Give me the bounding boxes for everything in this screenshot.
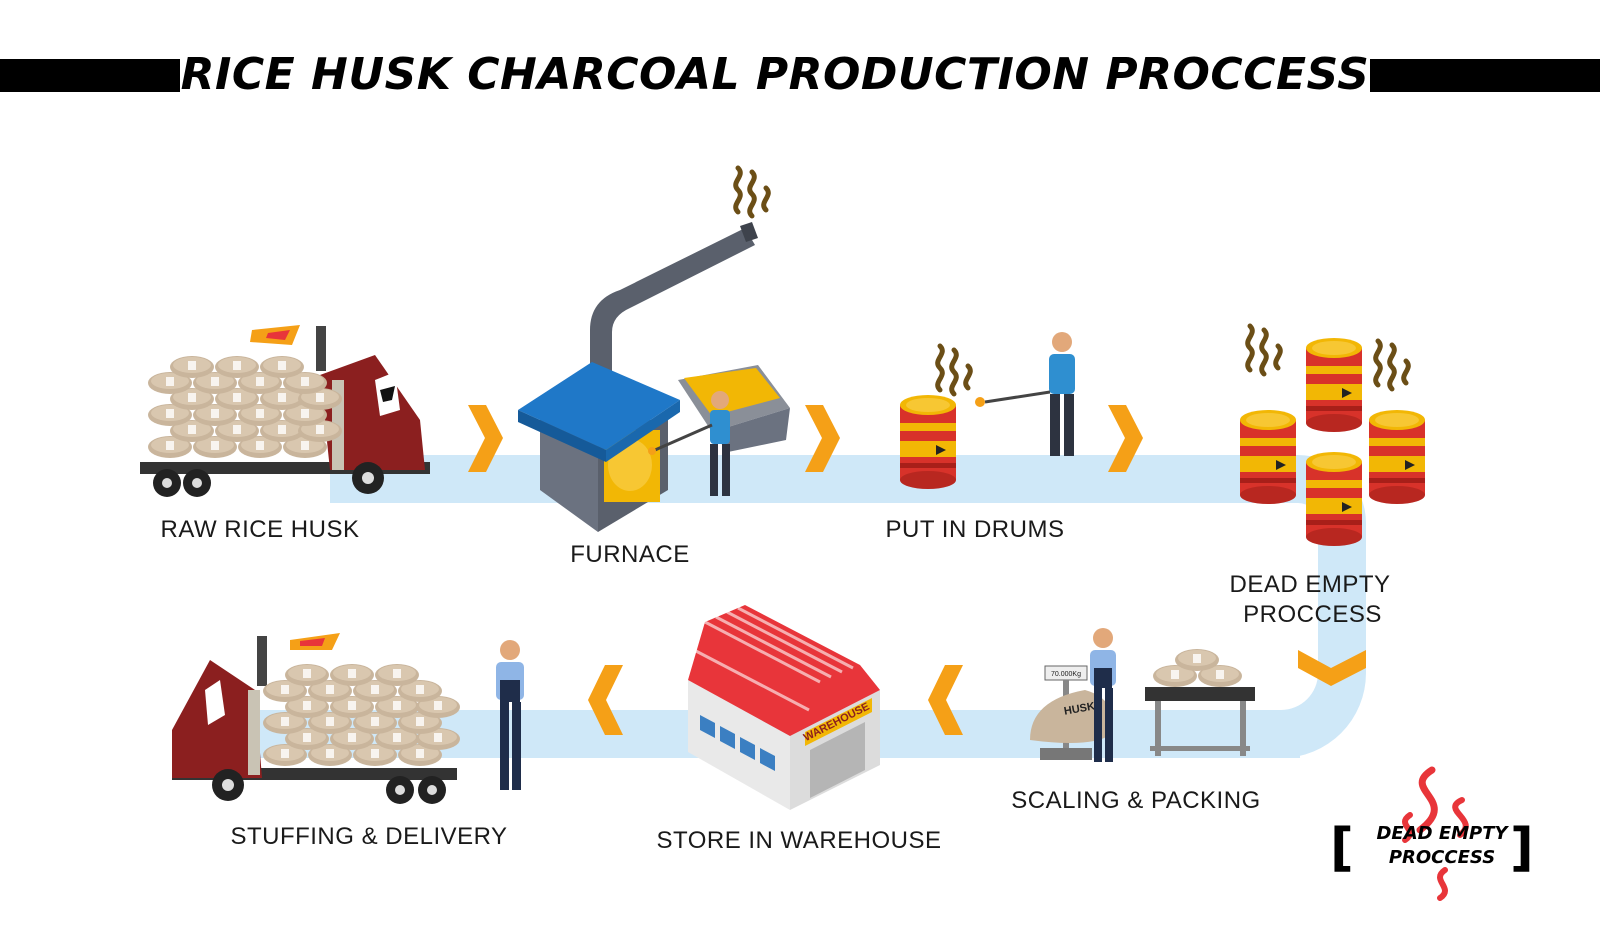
step-label-store-warehouse: STORE IN WAREHOUSE [656,827,942,854]
logo-line-1: DEAD EMPTY [1376,823,1508,844]
step-label-scaling-packing: SCALING & PACKING [1011,787,1261,814]
step-label-stuffing-delivery: STUFFING & DELIVERY [230,823,508,850]
flame-logo-icon [1402,766,1469,901]
step-label-raw-rice-husk: RAW RICE HUSK [160,516,360,543]
step-label-dead-empty-line1: DEAD EMPTY [1229,571,1391,598]
step-label-furnace: FURNACE [570,541,690,568]
truck-delivery-icon [172,633,460,804]
logo-bracket-right: ] [1510,818,1534,878]
truck-raw-husk-icon [140,325,430,497]
brand-logo: DEAD EMPTY PROCCESS [1362,822,1522,870]
arrow-right-icon [805,405,840,472]
ore-cart-icon [678,365,790,452]
logo-line-2: PROCCESS [1388,847,1496,868]
furnace-icon [518,168,768,532]
arrow-down-icon [1298,650,1366,686]
arrow-left-icon [588,665,623,735]
arrow-right-icon [468,405,503,472]
step-label-dead-empty-line2: PROCCESS [1243,601,1382,628]
title-bar [0,59,1600,92]
arrow-left-icon [928,665,963,735]
title-bar-left-stripe [0,59,180,92]
dead-empty-drums-icon [1240,326,1425,546]
title-bar-right-stripe [1370,59,1600,92]
packing-worker-icon [1090,628,1116,762]
husk-sack-icon: HUSK [1030,690,1113,744]
arrow-right-icon [1108,405,1143,472]
svg-text:70.000Kg: 70.000Kg [1051,671,1081,678]
logo-bracket-left: [ [1330,818,1354,878]
svg-text:HUSK: HUSK [1063,700,1096,717]
step-label-put-in-drums: PUT IN DRUMS [885,516,1065,543]
page-title: RICE HUSK CHARCOAL PRODUCTION PROCCESS [180,49,1370,100]
drum-worker-icon [975,332,1075,456]
warehouse-icon: WAREHOUSE [688,605,880,810]
conveyor-icon [1145,649,1255,756]
furnace-worker-icon [648,391,730,496]
delivery-worker-icon [496,640,524,790]
